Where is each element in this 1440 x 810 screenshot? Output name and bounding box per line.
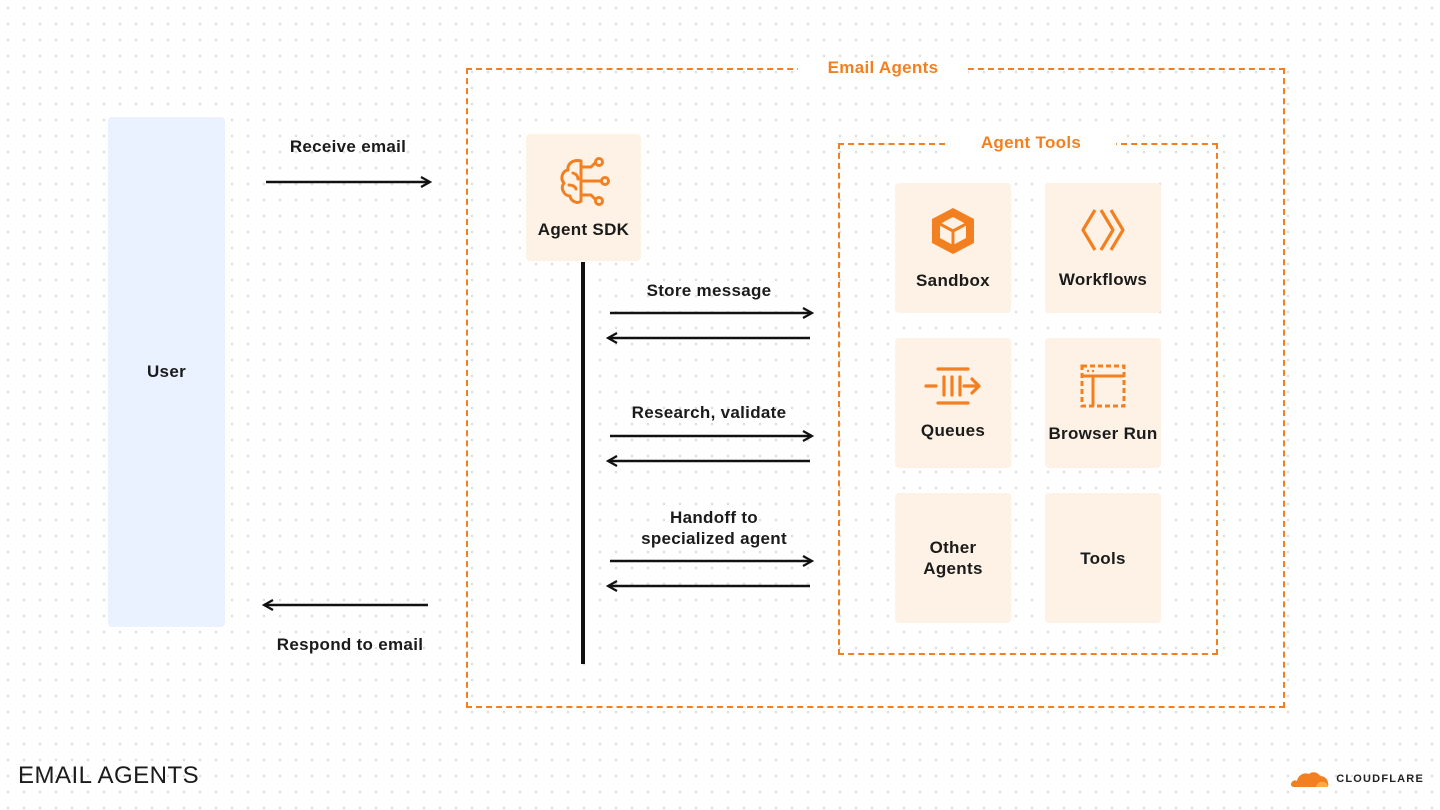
email-agents-title: Email Agents [798, 58, 968, 78]
tool-label-sandbox: Sandbox [916, 270, 990, 290]
browser-window-icon [1079, 363, 1127, 409]
tool-label-tools: Tools [1080, 548, 1126, 568]
brand-name: CLOUDFLARE [1336, 773, 1424, 785]
user-label: User [146, 362, 186, 381]
agent-sdk-card: Agent SDK [526, 134, 641, 261]
tool-label-browser-run: Browser Run [1048, 423, 1158, 443]
research-validate-label: Research, validate [631, 403, 787, 422]
cube-icon [929, 206, 977, 256]
user-box: User [108, 117, 225, 627]
cloud-logo-icon [1291, 772, 1329, 787]
tool-card-tools: Tools [1045, 493, 1161, 623]
receive-email-label: Receive email [289, 137, 407, 156]
tool-label-other-agents: Other Agents [923, 538, 983, 578]
brand-logo: CLOUDFLARE [1290, 770, 1424, 788]
queue-icon [924, 366, 982, 406]
agent-tools-title: Agent Tools [946, 133, 1116, 153]
agent-sdk-label: Agent SDK [537, 220, 630, 239]
brain-circuit-icon [557, 155, 611, 207]
page-title: EMAIL AGENTS [18, 762, 200, 789]
chevrons-icon [1079, 207, 1127, 253]
tool-card-browser-run: Browser Run [1045, 338, 1161, 468]
tool-card-queues: Queues [895, 338, 1011, 468]
tool-label-workflows: Workflows [1058, 269, 1148, 289]
tool-card-other-agents: Other Agents [895, 493, 1011, 623]
tool-card-sandbox: Sandbox [895, 183, 1011, 313]
respond-email-label: Respond to email [276, 635, 424, 654]
tool-label-queues: Queues [920, 420, 986, 440]
handoff-label: Handoff to specialized agent [641, 508, 787, 548]
tool-card-workflows: Workflows [1045, 183, 1161, 313]
store-message-label: Store message [646, 281, 772, 300]
